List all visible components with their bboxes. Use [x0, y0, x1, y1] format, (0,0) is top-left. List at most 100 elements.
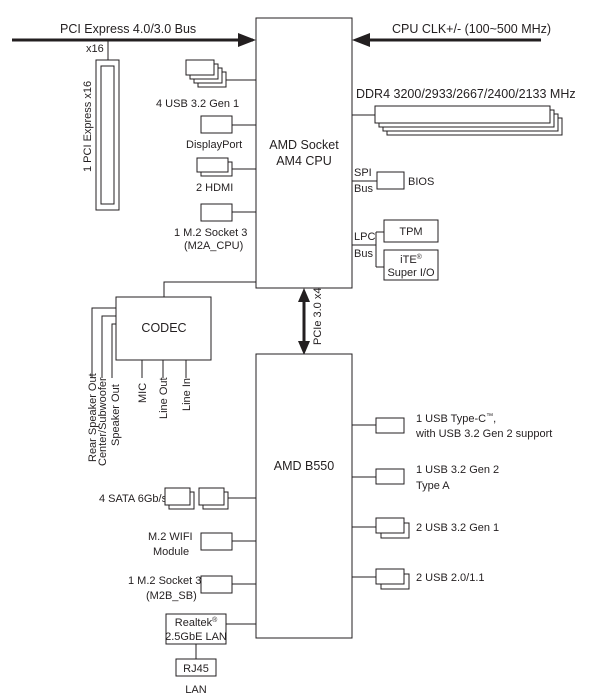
cpu-clock-group: CPU CLK+/- (100~500 MHz)	[352, 22, 551, 47]
m2a-label-line2: (M2A_CPU)	[184, 240, 243, 252]
cpu-label-line1: AMD Socket	[269, 138, 339, 152]
m2b-socket-icon	[200, 575, 233, 594]
ite-registered-mark: ®	[417, 253, 423, 261]
usb20-group: 2 USB 2.0/1.1	[352, 568, 485, 590]
usb-port-icon	[375, 468, 405, 485]
spi-label-line2: Bus	[354, 183, 373, 195]
sata-port-icon	[198, 487, 225, 506]
pcie-link-arrowhead-up	[298, 288, 310, 302]
ddr4-group: DDR4 3200/2933/2667/2400/2133 MHz	[351, 87, 576, 136]
codec-group: CODEC Rear Speaker Out Center/Subwoofer …	[87, 281, 256, 466]
pcie-link-group: PCIe 3.0 x4	[298, 288, 324, 355]
superio-label-line2: Super I/O	[387, 267, 435, 279]
m2a-label-line1: 1 M.2 Socket 3	[174, 227, 247, 239]
pcie-width-label: x16	[86, 43, 104, 55]
m2a-cpu-group: 1 M.2 Socket 3 (M2A_CPU)	[174, 203, 256, 252]
audio-linein-label: Line In	[181, 378, 193, 411]
pcie-link-label: PCIe 3.0 x4	[312, 288, 324, 345]
tpm-chip	[383, 219, 439, 243]
m2b-label-line1: 1 M.2 Socket 3	[128, 575, 201, 587]
m2-socket-icon	[200, 203, 233, 222]
ite-name: iTE	[400, 254, 417, 266]
m2-wifi-icon	[200, 532, 233, 551]
lan-label: LAN	[185, 684, 206, 696]
sata-group: 4 SATA 6Gb/s	[99, 487, 256, 510]
cpu-box	[255, 17, 353, 289]
audio-lead-center	[101, 315, 116, 378]
usb-typec-tm: ™	[486, 413, 493, 420]
bios-chip	[376, 171, 405, 190]
displayport-label: DisplayPort	[186, 139, 242, 151]
m2-wifi-group: M.2 WIFI Module	[148, 531, 256, 558]
usb-typec-group: 1 USB Type-C™, with USB 3.2 Gen 2 suppor…	[352, 413, 552, 440]
pcie-slot-inner	[100, 65, 115, 205]
usb32-gen1-label: 4 USB 3.2 Gen 1	[156, 98, 239, 110]
codec-cpu-connector	[163, 281, 256, 297]
rj45-jack	[175, 658, 217, 677]
sata-label: 4 SATA 6Gb/s	[99, 493, 168, 505]
codec-label: CODEC	[141, 321, 186, 335]
ddr4-dimm-4	[374, 105, 551, 124]
audio-lineout-label: Line Out	[158, 377, 170, 419]
superio-chip	[383, 249, 439, 281]
chipset-box	[255, 353, 353, 639]
pcie-link-arrowhead-down	[298, 341, 310, 355]
m2-wifi-label-line1: M.2 WIFI	[148, 531, 193, 543]
realtek-name: Realtek	[175, 617, 213, 629]
pcie-slot-label: 1 PCI Express x16	[82, 81, 94, 172]
chipset-label: AMD B550	[274, 459, 334, 473]
m2b-sb-group: 1 M.2 Socket 3 (M2B_SB)	[128, 575, 256, 602]
pcie-bus-group: PCI Express 4.0/3.0 Bus x16 1 PCI Expres…	[12, 22, 256, 211]
audio-mic-label: MIC	[137, 383, 149, 403]
hdmi-group: 2 HDMI	[196, 157, 256, 194]
realtek-label-line1: Realtek®	[175, 616, 218, 629]
bios-label: BIOS	[408, 176, 434, 188]
usb-typec-label-line2: with USB 3.2 Gen 2 support	[415, 428, 552, 440]
cpu-usb32-gen1-group: 4 USB 3.2 Gen 1	[156, 59, 256, 110]
cpu-clock-arrowhead	[352, 33, 370, 47]
codec-box	[115, 296, 212, 361]
usb-typec-label-line1: 1 USB Type-C™,	[416, 413, 496, 425]
lan-group: Realtek® 2.5GbE LAN RJ45 LAN	[165, 613, 256, 696]
usb20-label: 2 USB 2.0/1.1	[416, 572, 485, 584]
m2b-label-line2: (M2B_SB)	[146, 590, 197, 602]
audio-rear-label: Rear Speaker Out	[87, 373, 99, 462]
hdmi-label: 2 HDMI	[196, 182, 233, 194]
spi-label-line1: SPI	[354, 167, 372, 179]
superio-label-line1: iTE®	[400, 253, 423, 266]
usb32-gen1-chipset-group: 2 USB 3.2 Gen 1	[352, 517, 499, 539]
m2-wifi-label-line2: Module	[153, 546, 189, 558]
tpm-label: TPM	[399, 226, 422, 238]
audio-lead-speaker	[111, 323, 116, 378]
realtek-registered-mark: ®	[212, 616, 218, 624]
ddr4-label: DDR4 3200/2933/2667/2400/2133 MHz	[356, 87, 576, 101]
hdmi-icon	[196, 157, 229, 173]
pcie-bus-arrowhead	[238, 33, 256, 47]
usb-typec-icon	[375, 417, 405, 434]
lpc-label-line2: Bus	[354, 248, 373, 260]
pcie-bus-label: PCI Express 4.0/3.0 Bus	[60, 22, 196, 36]
displayport-icon	[200, 115, 233, 134]
lpc-label-line1: LPC	[354, 231, 375, 243]
realtek-label-line2: 2.5GbE LAN	[165, 631, 227, 643]
spi-bios-group: SPI Bus BIOS	[352, 167, 434, 195]
usb32-gen2-label-line1: 1 USB 3.2 Gen 2	[416, 464, 499, 476]
usb32-gen2-label-line2: Type A	[416, 480, 450, 492]
sata-port-icon	[164, 487, 191, 506]
audio-center-label-line2: Speaker Out	[110, 384, 122, 446]
audio-lead-rear	[91, 307, 116, 378]
displayport-group: DisplayPort	[186, 115, 256, 151]
usb-port-icon	[375, 517, 405, 534]
rj45-label: RJ45	[183, 663, 209, 675]
usb32-gen2-group: 1 USB 3.2 Gen 2 Type A	[352, 464, 499, 492]
usb-port-icon	[185, 59, 215, 76]
lpc-group: LPC Bus TPM iTE® Super I/O	[352, 219, 439, 281]
usb-port-icon	[375, 568, 405, 585]
realtek-lan-chip	[165, 613, 227, 645]
usb32-gen1-chipset-label: 2 USB 3.2 Gen 1	[416, 522, 499, 534]
audio-center-label-line1: Center/Subwoofer	[97, 377, 109, 466]
cpu-clock-label: CPU CLK+/- (100~500 MHz)	[392, 22, 551, 36]
usb-typec-name: 1 USB Type-C	[416, 413, 486, 425]
cpu-label-line2: AM4 CPU	[276, 154, 332, 168]
